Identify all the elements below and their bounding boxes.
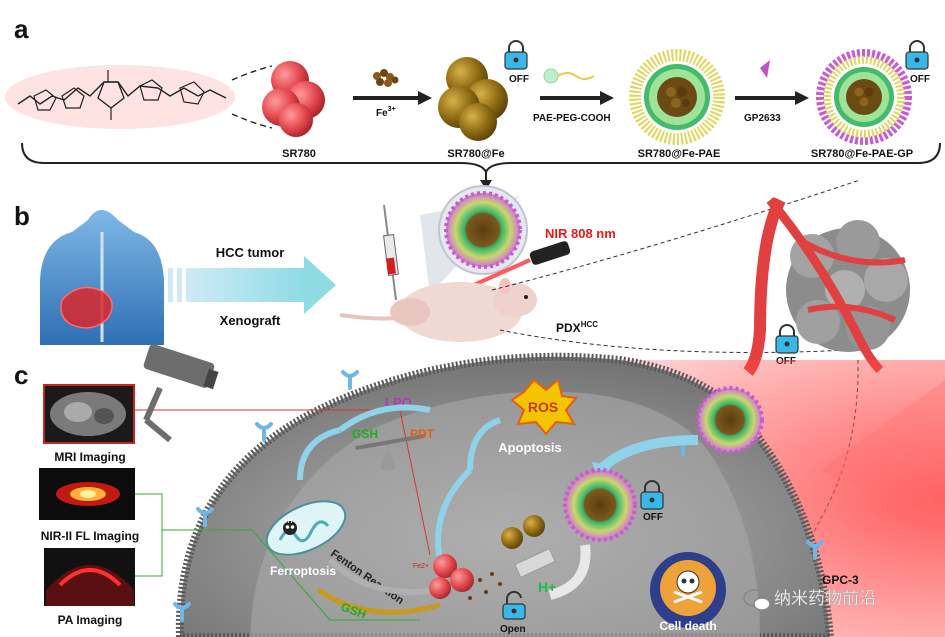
open-label: Open — [500, 624, 526, 635]
label-xenograft: Xenograft — [220, 313, 281, 328]
ferroptosis-arrow — [297, 427, 341, 481]
lock-icon — [640, 480, 664, 510]
label-sr780-fe-pae-gp: SR780@Fe-PAE-GP — [811, 148, 913, 160]
fenton-arrow — [327, 557, 441, 595]
ros-arrow — [467, 417, 502, 471]
panel-label-a: a — [14, 14, 29, 44]
skull-icon — [673, 570, 703, 604]
panel-label-b: b — [14, 201, 30, 231]
label-apoptosis: Apoptosis — [498, 440, 562, 455]
uptake-arrow — [596, 435, 699, 474]
lock-icon — [905, 40, 929, 70]
brace-arrow-head — [480, 180, 492, 190]
switch-icon — [514, 547, 556, 579]
nanoparticle-magnified — [444, 191, 522, 269]
nanoparticle-endosome — [563, 468, 637, 542]
label-sr780: SR780 — [282, 148, 316, 160]
label-pdx: PDXHCC — [556, 320, 598, 335]
release-arrow — [548, 544, 591, 600]
skull-icon — [283, 521, 297, 535]
nanoparticle-outside — [696, 386, 764, 454]
glow-rays — [820, 380, 945, 530]
gsh-depletion-arrow — [316, 587, 441, 615]
lock-icon — [502, 590, 526, 620]
label-fe3: Fe3+ — [376, 106, 396, 119]
human-torso — [40, 210, 164, 345]
dashed-to-tumor-bottom — [499, 329, 849, 353]
gp2633-peptide — [760, 60, 770, 78]
balance-beam — [355, 433, 425, 451]
syringe — [383, 204, 399, 301]
off-label-2: OFF — [910, 74, 930, 85]
label-cell-death: Cell death — [659, 619, 716, 633]
lpo-arrow — [338, 404, 431, 433]
nir-fl-thumbnail — [39, 468, 135, 520]
pdt-arrow — [435, 467, 473, 561]
oh-label: OH — [282, 518, 293, 525]
arrow-gp-head — [795, 91, 809, 105]
lock-icon — [775, 324, 799, 354]
lock-icon — [504, 40, 528, 70]
label-pdt: PDT — [410, 427, 435, 441]
sr780-released — [429, 554, 474, 599]
pae-peg-bead — [543, 68, 559, 84]
camera-icon — [143, 344, 219, 443]
arrow-pae-head — [600, 91, 614, 105]
label-gp2633: GP2633 — [744, 113, 781, 124]
off-label-1: OFF — [509, 74, 529, 85]
label-nir-fl: NIR-II FL Imaging — [41, 529, 139, 543]
label-pae-peg: PAE-PEG-COOH — [533, 113, 611, 124]
tumor-mass — [743, 197, 910, 376]
label-sr780-fe-pae: SR780@Fe-PAE — [638, 148, 721, 160]
mri-thumbnail — [43, 384, 135, 444]
ros-burst — [510, 378, 578, 436]
label-mri: MRI Imaging — [54, 450, 125, 464]
label-sr780-fe: SR780@Fe — [447, 148, 504, 160]
fe-cluster — [373, 69, 399, 87]
fl-connector — [135, 493, 420, 621]
panel-label-c: c — [14, 360, 28, 390]
pa-connector — [135, 530, 163, 577]
iron-dots — [468, 572, 502, 600]
label-ros: ROS — [528, 399, 558, 415]
dashed-connector-bottom — [231, 113, 273, 129]
wechat-icon — [743, 589, 771, 611]
label-hcc-tumor: HCC tumor — [216, 245, 285, 260]
gold-particles — [501, 515, 545, 549]
receptor-icon — [173, 370, 824, 622]
hcc-xenograft-arrow — [168, 256, 336, 314]
sr780-fe-nanoparticle — [438, 57, 508, 141]
watermark-text: 纳米药物前沿 — [774, 589, 876, 608]
sr780-fe-pae-gp-nanoparticle — [816, 49, 912, 145]
label-gsh: GSH — [352, 427, 378, 441]
mouse — [339, 278, 537, 342]
arrow-fe-head — [418, 91, 432, 105]
sr780-molecule — [5, 65, 235, 129]
fe2-label: Fe2+ — [413, 563, 429, 570]
label-pa: PA Imaging — [58, 613, 123, 627]
sr780-nanoparticle — [262, 61, 325, 137]
label-nir: NIR 808 nm — [545, 226, 616, 241]
label-hplus: H+ — [538, 579, 556, 595]
label-ferroptosis: Ferroptosis — [270, 564, 336, 578]
dashed-to-tumor-top — [491, 179, 861, 291]
peg-chain — [557, 72, 595, 80]
sr780-fe-pae-nanoparticle — [629, 49, 725, 145]
balance-stand — [380, 444, 396, 470]
off-label-4: OFF — [643, 512, 663, 523]
dashed-connector-top — [231, 65, 273, 81]
pa-thumbnail — [44, 548, 135, 606]
label-gpc3: GPC-3 — [822, 573, 859, 587]
